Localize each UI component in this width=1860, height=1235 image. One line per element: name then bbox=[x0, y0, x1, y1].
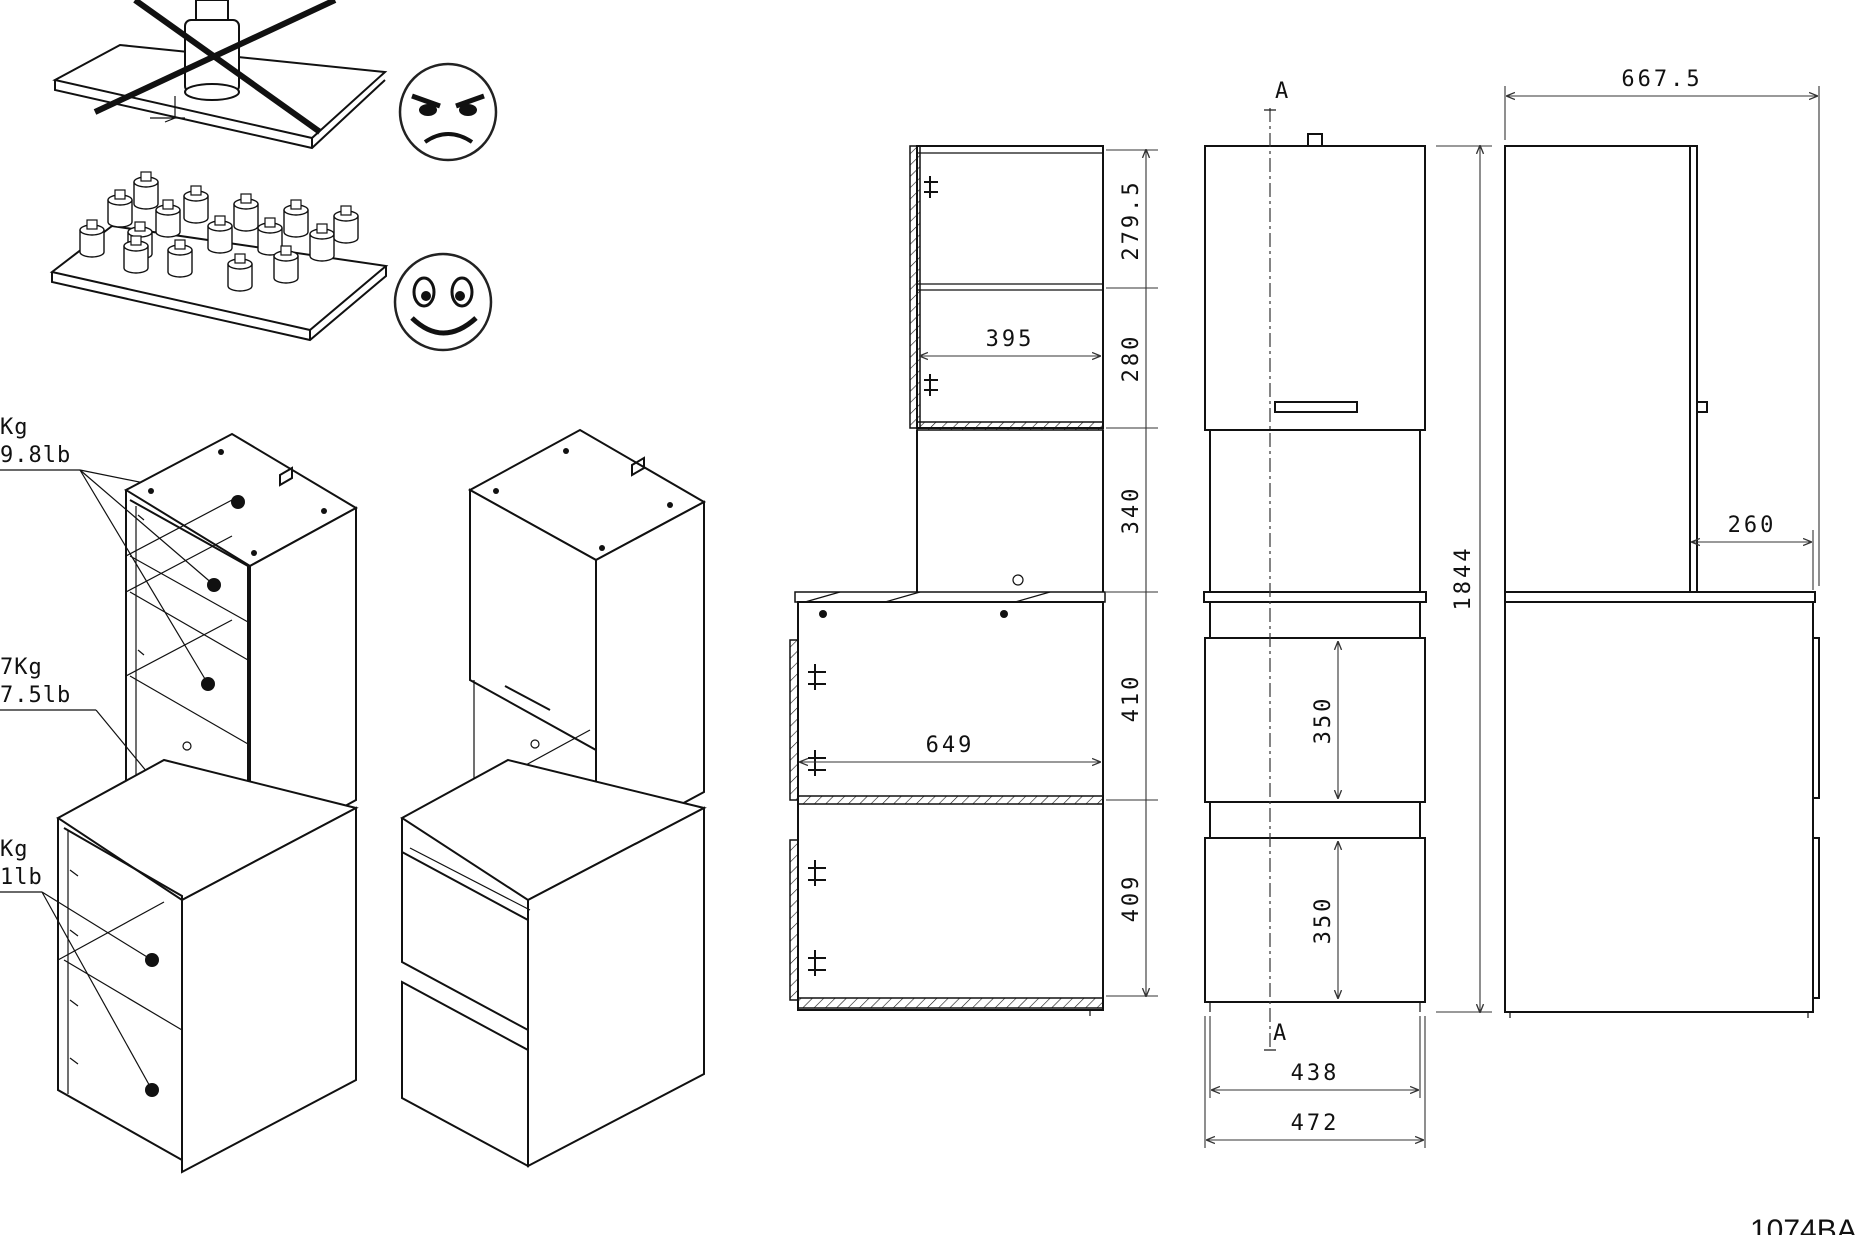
product-code: 1074BA bbox=[1750, 1214, 1857, 1235]
weight-cylinder-icon bbox=[283, 199, 309, 238]
dim-lower-depth: 649 bbox=[926, 733, 975, 758]
hinge-icon bbox=[924, 374, 938, 396]
weight-cylinder-icon bbox=[333, 205, 359, 244]
weight-mid-lb: 7.5lb bbox=[0, 683, 71, 708]
weight-cylinder-icon bbox=[257, 217, 283, 256]
front-view: A A 350 350 1844 438 472 bbox=[1203, 79, 1492, 1148]
weight-cylinder-icon bbox=[79, 219, 105, 258]
hinge-icon bbox=[808, 950, 826, 976]
isometric-cabinet-closed bbox=[400, 428, 707, 1168]
dim-upper-depth: 395 bbox=[986, 327, 1035, 352]
dim-inner-height-1: 350 bbox=[1311, 696, 1336, 745]
hinge-icon bbox=[924, 176, 938, 198]
weight-cylinder-icon bbox=[183, 185, 209, 224]
weight-cylinder-icon bbox=[133, 171, 159, 210]
weight-labels: Kg 9.8lb 7Kg 7.5lb Kg 1lb bbox=[0, 415, 239, 1091]
profile-view: 667.5 260 bbox=[1504, 67, 1820, 1018]
hinge-icon bbox=[808, 664, 826, 690]
weight-cylinder-icon bbox=[155, 199, 181, 238]
dim-inner-width: 438 bbox=[1291, 1061, 1340, 1086]
weight-cylinder-icon bbox=[107, 189, 133, 228]
dim-side-340: 340 bbox=[1119, 486, 1144, 535]
weight-cylinder-icon bbox=[227, 253, 253, 292]
isometric-cabinet-open bbox=[56, 432, 359, 1174]
weight-low-kg: Kg bbox=[0, 837, 29, 862]
wrong-load-icon bbox=[52, 0, 388, 150]
section-marker-top: A bbox=[1275, 79, 1289, 104]
weight-low-lb: 1lb bbox=[0, 865, 43, 890]
weight-cylinder-icon bbox=[207, 215, 233, 254]
weight-top-kg: Kg bbox=[0, 415, 29, 440]
weight-cylinder-icon bbox=[123, 235, 149, 274]
dim-side-280: 280 bbox=[1119, 334, 1144, 383]
weight-cylinder-icon bbox=[233, 193, 259, 232]
angry-face-icon bbox=[398, 62, 498, 162]
side-section-view: 279.5 280 340 410 409 395 649 bbox=[789, 145, 1158, 1016]
dim-upper-offset: 260 bbox=[1728, 513, 1777, 538]
dim-outer-width: 472 bbox=[1291, 1111, 1340, 1136]
correct-load-icon bbox=[49, 171, 389, 342]
dim-side-410: 410 bbox=[1119, 674, 1144, 723]
section-marker-bottom: A bbox=[1273, 1021, 1287, 1046]
happy-face-icon bbox=[393, 252, 493, 352]
weight-cylinder-icon bbox=[167, 239, 193, 278]
dim-side-409: 409 bbox=[1119, 874, 1144, 923]
dim-inner-height-2: 350 bbox=[1311, 896, 1336, 945]
dim-side-279: 279.5 bbox=[1119, 179, 1144, 260]
weight-top-lb: 9.8lb bbox=[0, 443, 71, 468]
dim-total-depth: 667.5 bbox=[1621, 67, 1702, 92]
weight-cylinder-icon bbox=[309, 223, 335, 262]
weight-mid-kg: 7Kg bbox=[0, 655, 43, 680]
weight-cylinder-icon bbox=[273, 245, 299, 284]
dim-total-height: 1844 bbox=[1451, 546, 1476, 611]
hinge-icon bbox=[808, 860, 826, 886]
